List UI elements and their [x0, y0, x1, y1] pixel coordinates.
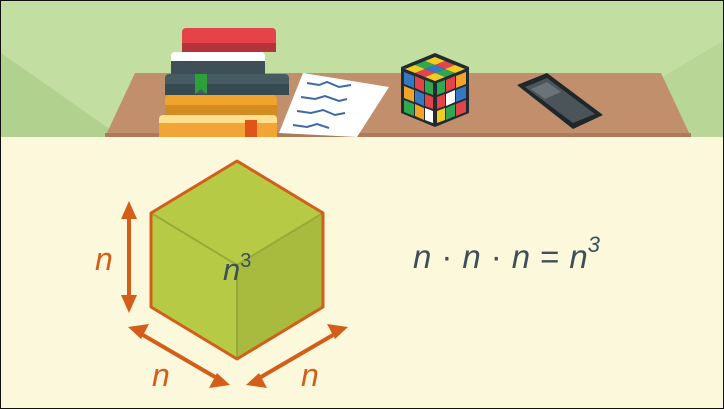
cube-volume-exponent: 3 — [240, 250, 251, 272]
cube-right-face — [237, 213, 323, 359]
rubiks-cube-icon — [401, 53, 469, 127]
height-label: n — [95, 241, 113, 277]
math-diagram-area: n3 n n n n·n·n=n3 — [1, 137, 723, 408]
equation-dot-2: · — [490, 238, 502, 275]
cube-outline — [149, 159, 325, 361]
table-edge — [105, 133, 691, 137]
cube-inner-edge-right — [236, 212, 324, 266]
left-depth-label: n — [152, 357, 170, 393]
cube-inner-edge-left — [150, 212, 238, 266]
cube-volume-equation: n·n·n=n3 — [413, 229, 600, 275]
left-depth-arrow-icon — [128, 324, 230, 388]
height-arrow-icon — [121, 201, 137, 313]
paper-notes-icon — [279, 73, 389, 137]
cube-diagram: n3 n n n — [95, 159, 348, 393]
equation-equals: = — [540, 238, 560, 275]
cube-volume-label: n3 — [223, 250, 251, 287]
equation-term-3: n — [511, 238, 531, 275]
equation-result-base: n — [569, 238, 588, 275]
smartphone-icon — [517, 73, 603, 129]
hill-left — [1, 53, 121, 137]
equation-term-1: n — [413, 238, 432, 275]
desk-scene — [1, 1, 723, 137]
cube-left-face — [151, 213, 237, 359]
right-depth-arrow-icon — [246, 324, 348, 388]
right-depth-label: n — [301, 357, 319, 393]
book-stack-icon — [159, 28, 289, 137]
equation-term-2: n — [462, 238, 481, 275]
cube-volume-base: n — [223, 252, 240, 287]
equation-dot-1: · — [441, 238, 453, 275]
equation-result-exponent: 3 — [587, 232, 600, 257]
